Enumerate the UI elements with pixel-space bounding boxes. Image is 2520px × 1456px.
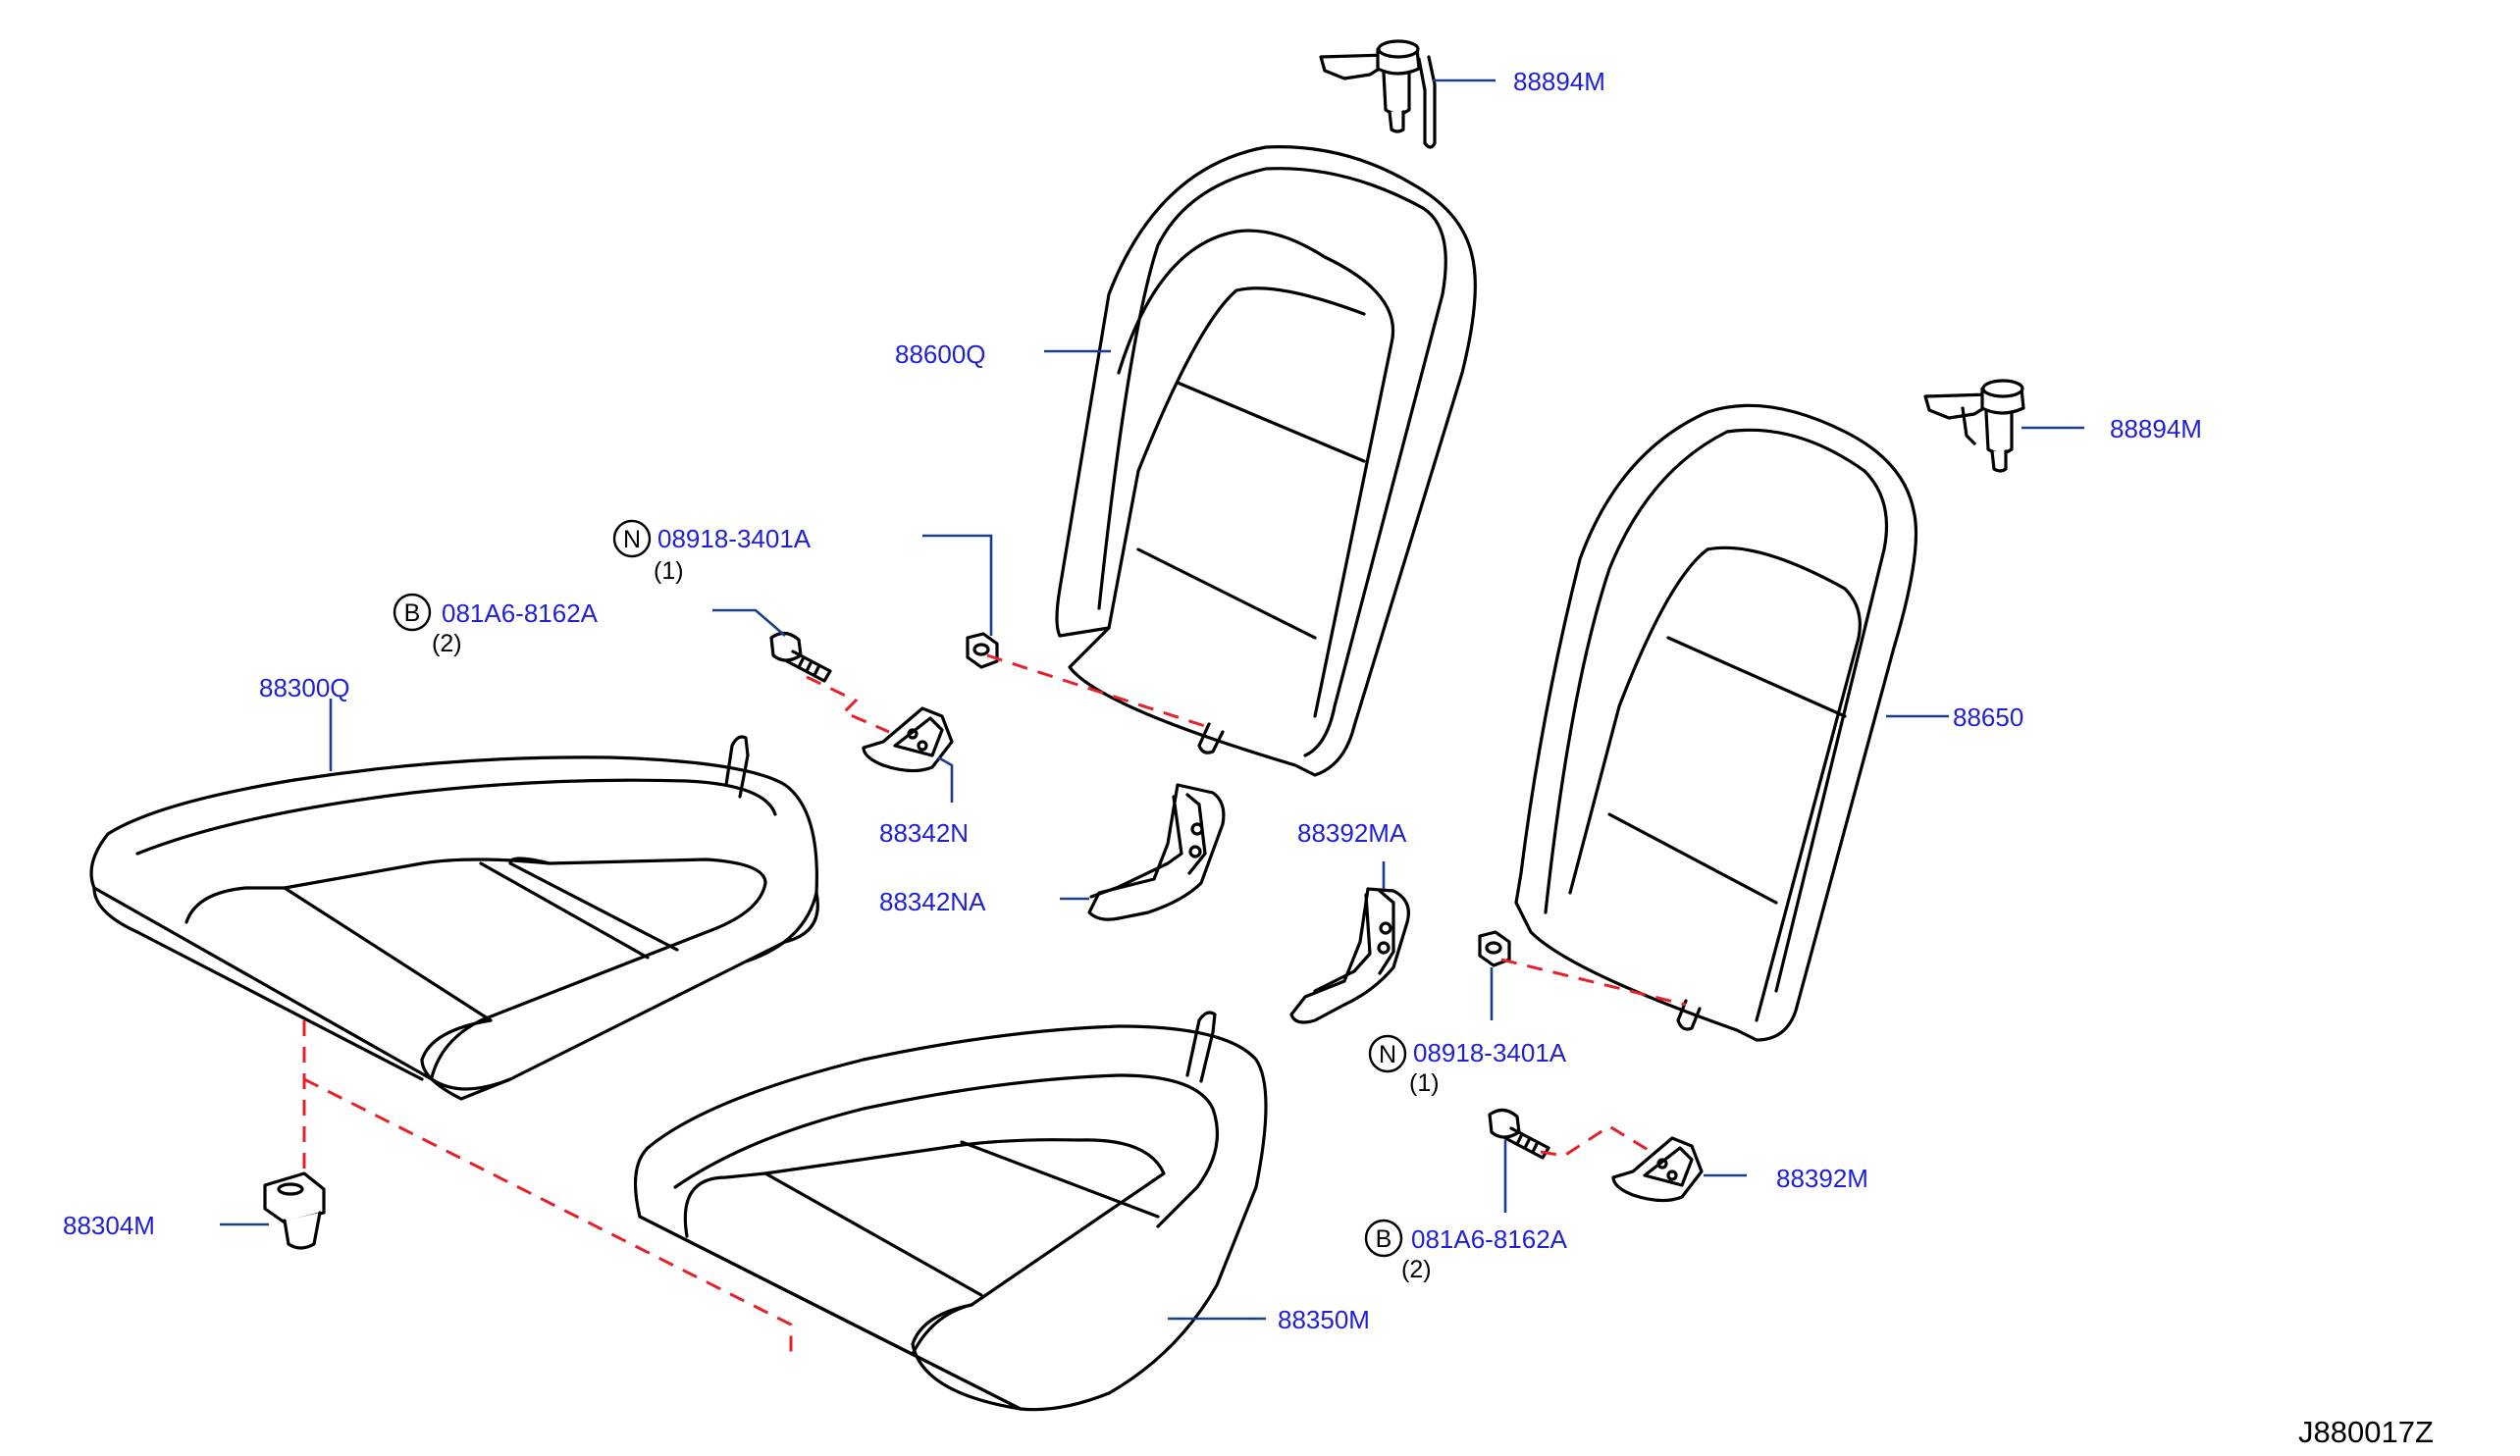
bracket-right-icon[interactable] <box>1289 887 1410 1024</box>
bracket-left-icon[interactable] <box>1087 783 1226 921</box>
callout-cushion-left: 88300Q <box>259 673 350 702</box>
callout-seatback-left: 88600Q <box>895 339 986 369</box>
symbol-b-icon: B <box>1376 1225 1392 1253</box>
part-number: 88600Q <box>895 339 986 369</box>
part-number: 08918-3401A <box>657 524 812 553</box>
callout-nut-left: N 08918-3401A (1) <box>612 519 812 585</box>
part-number: 88342NA <box>879 887 986 916</box>
part-number: 88342N <box>879 818 969 848</box>
quantity: (2) <box>1401 1256 1432 1283</box>
part-number: 88300Q <box>259 673 350 702</box>
part-number: 88392M <box>1776 1164 1868 1193</box>
part-number: 88650 <box>1953 702 2023 732</box>
leader-lines <box>220 78 2084 1321</box>
part-number: 88894M <box>1513 67 1605 96</box>
seatback-right[interactable] <box>1514 403 1918 1042</box>
callout-headrest-holder-right: 88894M <box>2110 414 2202 443</box>
diagram-code: J880017Z <box>2298 1415 2434 1449</box>
part-number: 08918-3401A <box>1413 1038 1567 1067</box>
hook-right-icon[interactable] <box>1611 1136 1704 1203</box>
clip-icon[interactable] <box>263 1171 326 1250</box>
callout-headrest-holder-left: 88894M <box>1513 67 1605 96</box>
headrest-holder-left-icon[interactable] <box>1319 39 1437 149</box>
part-number: 88392MA <box>1297 818 1407 848</box>
part-number: 88894M <box>2110 414 2202 443</box>
callout-nut-right: N 08918-3401A (1) <box>1368 1034 1567 1097</box>
seat-cushion-right[interactable] <box>633 1011 1268 1412</box>
part-number: 88350M <box>1278 1305 1370 1334</box>
seatback-left[interactable] <box>1055 145 1477 777</box>
callout-seatback-right: 88650 <box>1953 702 2023 732</box>
quantity: (1) <box>1409 1069 1440 1097</box>
bolt-right-icon[interactable] <box>1488 1108 1550 1160</box>
symbol-n-icon: N <box>623 526 641 553</box>
callout-hook-left: 88342N <box>879 818 969 848</box>
nut-left-icon[interactable] <box>966 632 999 669</box>
nut-right-icon[interactable] <box>1478 930 1511 967</box>
callout-clip: 88304M <box>63 1211 155 1240</box>
quantity: (2) <box>432 630 462 657</box>
callout-bolt-left: B 081A6-8162A (2) <box>393 593 599 657</box>
part-number: 081A6-8162A <box>1411 1224 1568 1254</box>
callout-hook-right: 88392M <box>1776 1164 1868 1193</box>
seat-cushion-left[interactable] <box>89 735 819 1101</box>
symbol-b-icon: B <box>404 599 421 627</box>
part-number: 081A6-8162A <box>442 598 599 628</box>
hook-left-icon[interactable] <box>862 706 954 773</box>
callout-bolt-right: B 081A6-8162A (2) <box>1364 1219 1568 1283</box>
callout-bracket-left: 88342NA <box>879 887 986 916</box>
callout-cushion-right: 88350M <box>1278 1305 1370 1334</box>
bolt-left-icon[interactable] <box>769 631 832 683</box>
callout-bracket-right: 88392MA <box>1297 818 1407 848</box>
quantity: (1) <box>654 557 684 585</box>
hidden-lines <box>302 653 1687 1358</box>
part-number: 88304M <box>63 1211 155 1240</box>
headrest-holder-right-icon[interactable] <box>1923 379 2025 473</box>
symbol-n-icon: N <box>1379 1041 1396 1068</box>
